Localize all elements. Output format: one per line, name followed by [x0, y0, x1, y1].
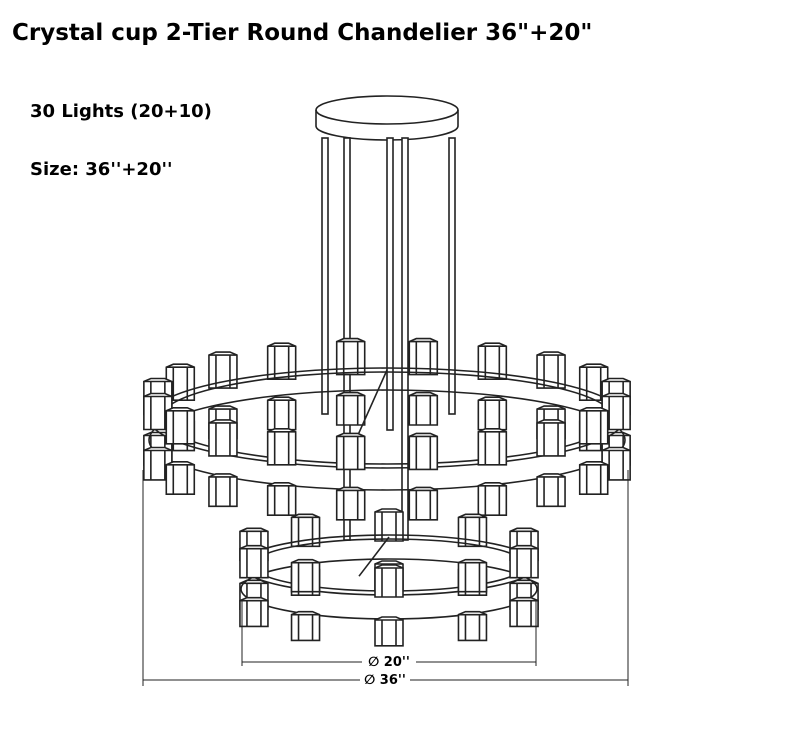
- crystal-cup: [266, 396, 297, 431]
- crystal-cup: [477, 481, 508, 516]
- crystal-cup: [408, 432, 439, 471]
- crystal-cup: [290, 558, 321, 593]
- crystal-cup: [578, 460, 609, 495]
- crystal-cup: [208, 473, 238, 508]
- crystal-cup: [374, 564, 404, 598]
- rod: [386, 137, 394, 431]
- lights-count-label: 30 Lights (20+10): [30, 101, 212, 122]
- crystal-cup: [408, 486, 439, 521]
- suspension-rods: [321, 137, 456, 541]
- upper-tier: [143, 337, 631, 521]
- product-title: Crystal cup 2-Tier Round Chandelier 36"+…: [12, 20, 593, 46]
- tier-ring-bottom: [148, 389, 626, 491]
- crystal-cup: [374, 616, 404, 647]
- rod: [448, 137, 456, 415]
- crystal-cup: [290, 610, 321, 642]
- lower-diameter-label: ∅ 20'': [368, 655, 410, 670]
- canopy-side: [315, 110, 459, 141]
- crystal-cup: [165, 460, 196, 495]
- dimension-lines: [142, 470, 629, 686]
- ring-spoke: [358, 536, 390, 577]
- crystal-cup: [335, 391, 366, 426]
- crystal-cup: [509, 596, 539, 628]
- crystal-cup: [208, 419, 238, 457]
- lower-tier: [239, 508, 539, 647]
- crystal-cup: [509, 544, 539, 579]
- rod: [321, 137, 329, 415]
- crystal-cup: [374, 508, 404, 542]
- crystal-cup: [408, 391, 439, 426]
- crystal-cup: [536, 351, 566, 389]
- crystal-cup: [536, 473, 566, 508]
- rod: [401, 137, 409, 541]
- ceiling-canopy: [315, 95, 459, 141]
- canopy-top: [315, 95, 459, 125]
- crystal-cup: [335, 432, 366, 471]
- crystal-cup: [335, 486, 366, 521]
- crystal-cup: [477, 396, 508, 431]
- crystal-cup: [477, 427, 508, 466]
- upper-diameter-label: ∅ 36'': [364, 673, 406, 688]
- size-label: Size: 36''+20'': [30, 159, 173, 180]
- crystal-cup: [266, 427, 297, 466]
- crystal-cup: [165, 406, 196, 445]
- crystal-cup: [239, 544, 269, 579]
- ring-spoke: [356, 369, 388, 438]
- crystal-cup: [266, 481, 297, 516]
- crystal-cup: [536, 419, 566, 457]
- crystal-cup: [578, 406, 609, 445]
- crystal-cup: [457, 610, 488, 642]
- crystal-cup: [239, 596, 269, 628]
- crystal-cup: [208, 351, 238, 389]
- crystal-cup: [457, 558, 488, 593]
